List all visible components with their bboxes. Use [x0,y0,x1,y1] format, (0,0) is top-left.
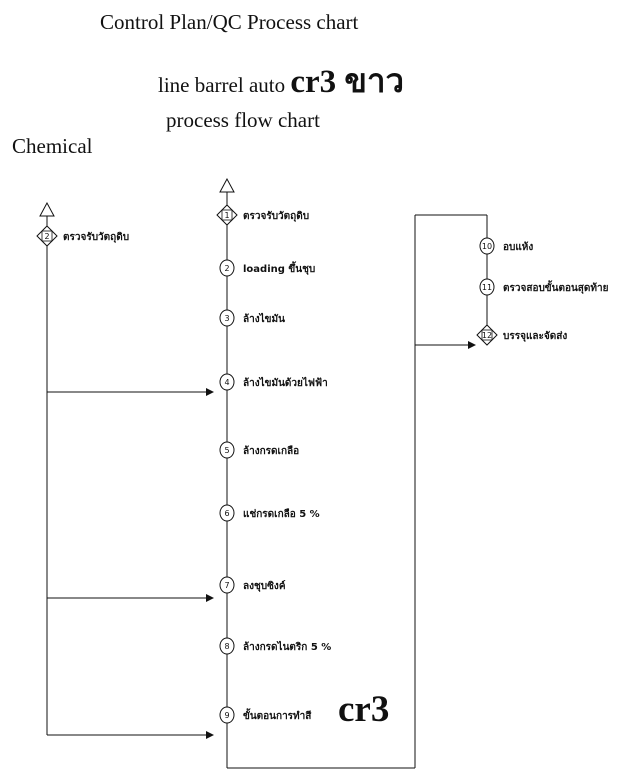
step-11: 11 ตรวจสอบขั้นตอนสุดท้าย [479,278,609,296]
chart-name: process flow chart [166,108,320,132]
circle-symbol [219,309,235,327]
step-number: 6 [224,509,229,518]
step-2: 2 loading ขึ้นชุบ [219,259,315,277]
step-label: loading ขึ้นชุบ [243,261,315,275]
step-label: อบแห้ง [503,241,533,253]
circle-symbol [219,504,235,522]
step-number: 7 [224,581,229,590]
step-label: ตรวจรับวัตถุดิบ [63,231,129,243]
step-label: ตรวจสอบขั้นตอนสุดท้าย [503,280,609,294]
step-number: 5 [224,446,229,455]
step-8: 8 ล้างกรดไนตริก 5 % [219,637,331,655]
step-9: 9 ขั้นตอนการทำสี [219,706,312,724]
cr3-annotation: cr3 [338,689,390,730]
step-label: ตรวจรับวัตถุดิบ [243,210,309,222]
circle-symbol [219,576,235,594]
circle-symbol [219,259,235,277]
step-number: 8 [224,642,229,651]
step-number: 1 [224,211,229,220]
page-title: Control Plan/QC Process chart [100,10,359,34]
step-number: 10 [482,242,492,251]
line-subtitle: line barrel auto cr3 ขาว [158,54,404,107]
step-label: ลงชุบซิงค์ [243,580,286,592]
step-label: ขั้นตอนการทำสี [243,708,312,722]
step-5: 5 ล้างกรดเกลือ [219,441,299,459]
circle-symbol [219,706,235,724]
circle-symbol [219,441,235,459]
step-2: 2 ตรวจรับวัตถุดิบ [36,225,129,247]
circle-symbol [219,373,235,391]
step-number: 2 [44,232,49,241]
step-number: 3 [224,314,229,323]
circle-symbol [219,637,235,655]
diamond-inner-box [41,230,53,242]
chemical-label: Chemical [12,134,93,158]
step-label: ล้างไขมัน [243,312,285,325]
step-label: บรรจุและจัดส่ง [503,330,567,342]
step-label: ล้างไขมันด้วยไฟฟ้า [243,376,328,389]
step-10: 10 อบแห้ง [479,237,533,255]
step-3: 3 ล้างไขมัน [219,309,285,327]
step-label: ล้างกรดเกลือ [243,445,299,457]
start-triangle-chemical [39,201,55,217]
step-number: 2 [224,264,229,273]
diamond-inner-box [221,209,233,221]
step-1: 1 ตรวจรับวัตถุดิบ [216,204,309,226]
circle-symbol [479,278,495,296]
circle-symbol [479,237,495,255]
step-12: 12 บรรจุและจัดส่ง [476,324,567,346]
step-number: 9 [224,711,229,720]
line-emphasis: cr3 ขาว [290,64,405,100]
step-number: 11 [482,283,492,292]
line-name: line barrel auto [158,73,286,97]
step-6: 6 แช่กรดเกลือ 5 % [219,504,320,522]
step-label: แช่กรดเกลือ 5 % [243,508,320,520]
diamond-inner-box [481,329,493,341]
step-label: ล้างกรดไนตริก 5 % [243,640,331,653]
step-7: 7 ลงชุบซิงค์ [219,576,286,594]
step-number: 12 [482,331,492,340]
step-4: 4 ล้างไขมันด้วยไฟฟ้า [219,373,328,391]
step-number: 4 [224,378,229,387]
start-triangle-main [219,177,235,193]
